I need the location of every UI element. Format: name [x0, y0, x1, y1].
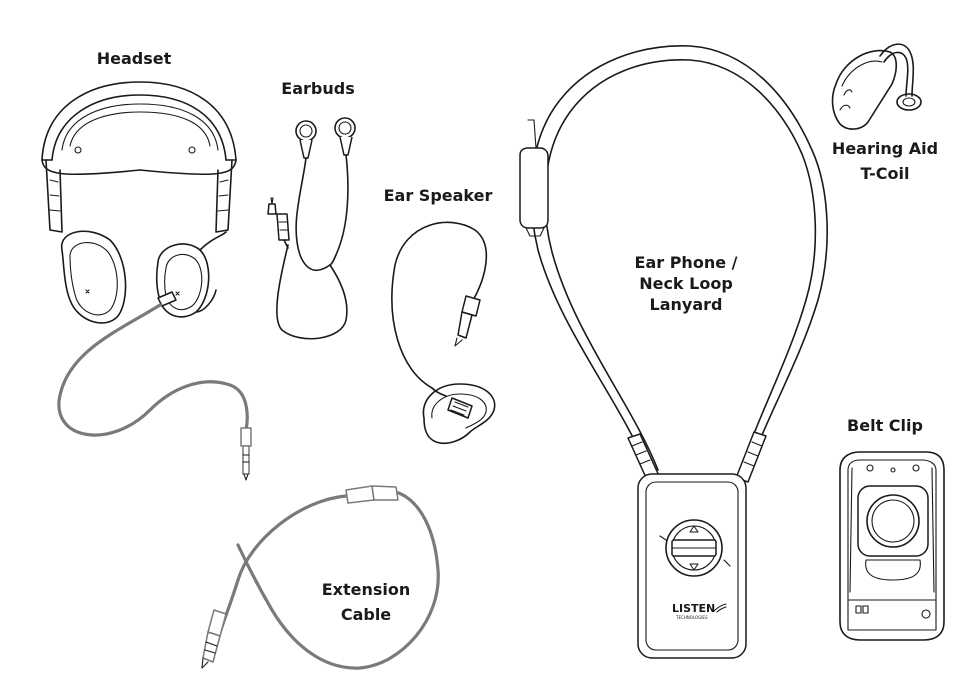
label-belt-clip: Belt Clip	[847, 416, 923, 435]
label-hearing-aid-line-1: Hearing Aid	[831, 139, 939, 158]
device-brand-tagline: TECHNOLOGIES	[675, 615, 708, 620]
label-extension-cable: Extension Cable	[310, 577, 422, 627]
hearing-aid-drawing	[831, 43, 922, 130]
device-brand-logo: LISTEN	[672, 602, 715, 615]
label-earbuds: Earbuds	[281, 79, 355, 98]
label-hearing-aid-t-coil: Hearing Aid T-Coil	[826, 136, 944, 186]
label-headset: Headset	[96, 49, 172, 68]
label-extension-cable-line-1: Extension	[321, 580, 411, 599]
label-ear-speaker: Ear Speaker	[383, 186, 493, 205]
ear-speaker-drawing	[391, 221, 496, 445]
extension-cable-drawing	[201, 485, 440, 670]
headset-drawing	[41, 81, 252, 481]
label-ear-phone-line-2: Neck Loop	[639, 274, 733, 293]
label-hearing-aid-line-2: T-Coil	[860, 164, 910, 183]
label-ear-phone-line-3: Lanyard	[649, 295, 723, 314]
label-ear-phone-line-1: Ear Phone /	[634, 253, 738, 272]
label-ear-phone-neck-loop-lanyard: Ear Phone / Neck Loop Lanyard	[624, 252, 748, 315]
label-extension-cable-line-2: Cable	[340, 605, 392, 624]
belt-clip-drawing	[839, 451, 945, 641]
neck-loop-lanyard-drawing: LISTEN TECHNOLOGIES	[519, 45, 828, 659]
earbuds-drawing	[267, 117, 356, 340]
